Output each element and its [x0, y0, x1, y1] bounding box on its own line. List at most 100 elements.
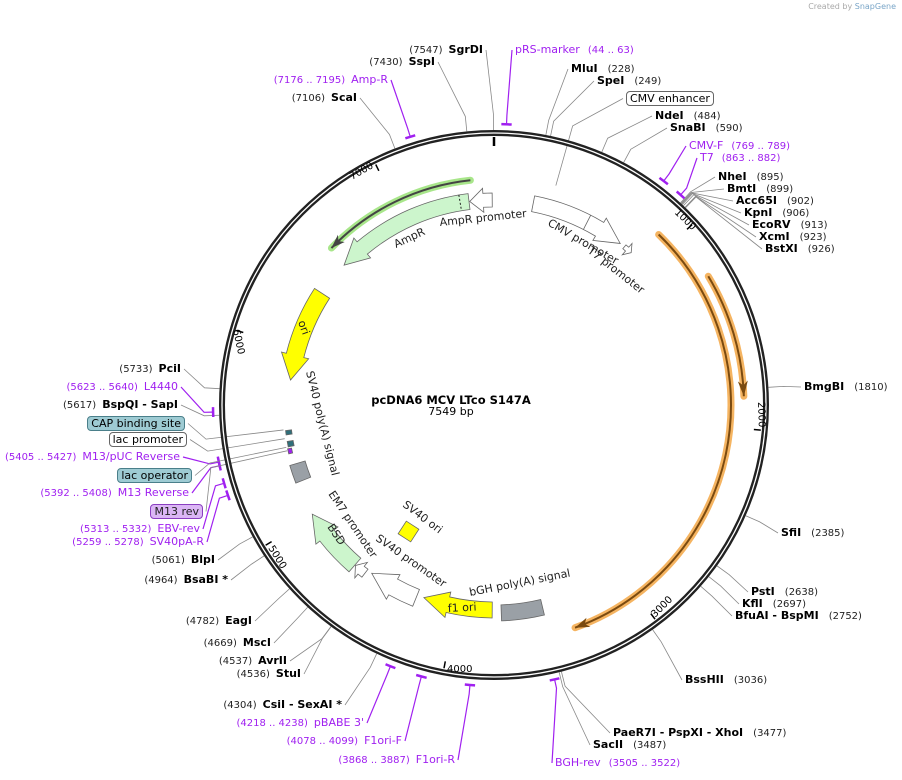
leader-line: [344, 653, 378, 706]
site-name: StuI: [275, 667, 301, 680]
site-name: CsiI - SexAI *: [262, 698, 342, 711]
site-name: MluI: [571, 62, 598, 75]
site-bsabi[interactable]: 4964BsaBI *: [144, 573, 228, 587]
orange-highlight-inner-arrowhead: [737, 380, 748, 397]
site-spei[interactable]: SpeI249: [597, 74, 661, 88]
site-ndei[interactable]: NdeI484: [655, 109, 721, 123]
site-name: SpeI: [597, 74, 625, 87]
site-position: 906: [782, 208, 809, 219]
site-name: BsaBI *: [183, 573, 228, 586]
site-name: Acc65I: [736, 194, 777, 207]
feature-cap-binding-site[interactable]: CAP binding site: [87, 416, 185, 431]
leader-line: [230, 555, 265, 581]
primer-range: 3868 .. 3887: [338, 755, 409, 766]
leader-line: [206, 495, 228, 543]
site-sfii[interactable]: SfiI2385: [781, 526, 844, 540]
site-msci[interactable]: 4669MscI: [204, 636, 271, 650]
primer-amp-r[interactable]: 7176 .. 7195Amp-R: [274, 73, 388, 87]
site-pcii[interactable]: 5733PciI: [119, 362, 181, 376]
primer-f1ori-f[interactable]: 4078 .. 4099F1ori-F: [287, 734, 402, 748]
feature-lac-promoter[interactable]: lac promoter: [108, 432, 187, 447]
site-scai[interactable]: 7106ScaI: [292, 91, 357, 105]
site-csii-sexai[interactable]: 4304 CsiI - SexAI *: [223, 698, 342, 712]
leader-line: [545, 68, 569, 136]
leader-line: [189, 438, 285, 452]
feature-arrows: [280, 176, 748, 632]
tick-label-1000: 1000: [672, 207, 698, 233]
feature-lac-operator[interactable]: lac operator: [117, 468, 192, 483]
site-name: SacII: [593, 738, 624, 751]
site-eagi[interactable]: 4782EagI: [186, 614, 252, 628]
leader-line: [359, 97, 396, 149]
site-position: 895: [757, 172, 784, 183]
primer-name: CMV-F: [689, 139, 724, 152]
leader-line: [183, 368, 220, 390]
leader-line: [187, 423, 284, 440]
backbone-inner-line: [221, 132, 767, 678]
site-snabi[interactable]: SnaBI590: [670, 121, 743, 135]
site-kpni[interactable]: KpnI 906: [744, 206, 809, 220]
site-position: 1810: [854, 382, 887, 393]
primer-f1ori-r[interactable]: 3868 .. 3887F1ori-R: [338, 753, 455, 767]
site-paer7i-pspxi-xhoi[interactable]: PaeR7I - PspXI - XhoI3477: [613, 726, 786, 740]
site-bspqi-sapi[interactable]: 5617BspQI - SapI: [63, 398, 178, 412]
leader-line: [404, 677, 422, 742]
site-name: SgrDI: [448, 43, 483, 56]
site-position: 484: [694, 111, 721, 122]
primer-cmv-f[interactable]: CMV-F769 .. 789: [689, 139, 790, 153]
primer-t7[interactable]: T7863 .. 882: [700, 151, 780, 165]
site-sacii[interactable]: SacII3487: [593, 738, 666, 752]
primer-prs-marker[interactable]: pRS-marker44 .. 63: [515, 43, 634, 57]
lac-cap-site-mark: [285, 429, 293, 436]
site-stui[interactable]: 4536StuI: [237, 667, 301, 681]
leader-line: [768, 385, 802, 388]
site-kfli[interactable]: KflI2697: [742, 597, 806, 611]
leader-line: [716, 565, 749, 593]
site-name: KpnI: [744, 206, 773, 219]
site-nhei[interactable]: NheI895: [718, 170, 784, 184]
site-name: XcmI: [759, 230, 790, 243]
feature-label-ori: ori: [295, 319, 312, 337]
site-name: PciI: [158, 362, 181, 375]
site-avrii[interactable]: 4537AvrII: [219, 654, 287, 668]
primer-binding-mark: [415, 673, 427, 680]
leader-line: [680, 188, 725, 204]
site-ecorv[interactable]: EcoRV913: [752, 218, 827, 232]
orange-highlight-outer: [574, 233, 732, 629]
lac-operator-mark: [286, 439, 295, 448]
primer-name: pRS-marker: [515, 43, 580, 56]
leader-line: [700, 585, 733, 617]
site-xcmi[interactable]: XcmI923: [759, 230, 826, 244]
primer-l4440[interactable]: 5623 .. 5640L4440: [66, 380, 178, 394]
primer-m13-puc-reverse[interactable]: 5405 .. 5427M13/pUC Reverse: [5, 450, 180, 464]
site-name: SspI: [408, 55, 435, 68]
primer-binding-mark: [225, 490, 231, 501]
site-position: 7547: [409, 45, 442, 56]
site-bsshii[interactable]: BssHII3036: [685, 673, 767, 687]
primer-ebv-rev[interactable]: 5313 .. 5332EBV-rev: [80, 522, 200, 536]
feature-label-sv40-polya: SV40 poly(A) signal: [303, 370, 342, 477]
site-acc65i[interactable]: Acc65I 902: [736, 194, 814, 208]
site-position: 4304: [223, 700, 256, 711]
site-bstxi[interactable]: BstXI926: [765, 242, 835, 256]
ampr-promoter-arrow: [469, 187, 493, 214]
site-position: 902: [787, 196, 814, 207]
primer-bgh-rev[interactable]: BGH-rev3505 .. 3522: [555, 756, 680, 770]
primer-sv40pa-r[interactable]: 5259 .. 5278SV40pA-R: [72, 535, 204, 549]
feature-m13-rev[interactable]: M13 rev: [150, 504, 203, 519]
site-blpi[interactable]: 5061BlpI: [152, 553, 215, 567]
site-position: 926: [808, 244, 835, 255]
site-bmti[interactable]: BmtI899: [727, 182, 793, 196]
site-sgrdi[interactable]: 7547 SgrDI: [409, 43, 483, 57]
feature-cmv-enhancer[interactable]: CMV enhancer: [626, 91, 714, 106]
site-mlui[interactable]: MluI228: [571, 62, 635, 76]
primer-pbabe-3[interactable]: 4218 .. 4238pBABE 3': [236, 716, 364, 730]
primer-m13-reverse[interactable]: 5392 .. 5408M13 Reverse: [40, 486, 189, 500]
site-name: BlpI: [190, 553, 215, 566]
site-sspi[interactable]: 7430SspI: [369, 55, 435, 69]
primer-range: 5313 .. 5332: [80, 524, 151, 535]
site-psti[interactable]: PstI2638: [751, 585, 818, 599]
tick-marks: [236, 137, 761, 669]
site-bmgbi[interactable]: BmgBI1810: [804, 380, 887, 394]
site-bfuai-bspmi[interactable]: BfuAI - BspMI2752: [735, 609, 862, 623]
